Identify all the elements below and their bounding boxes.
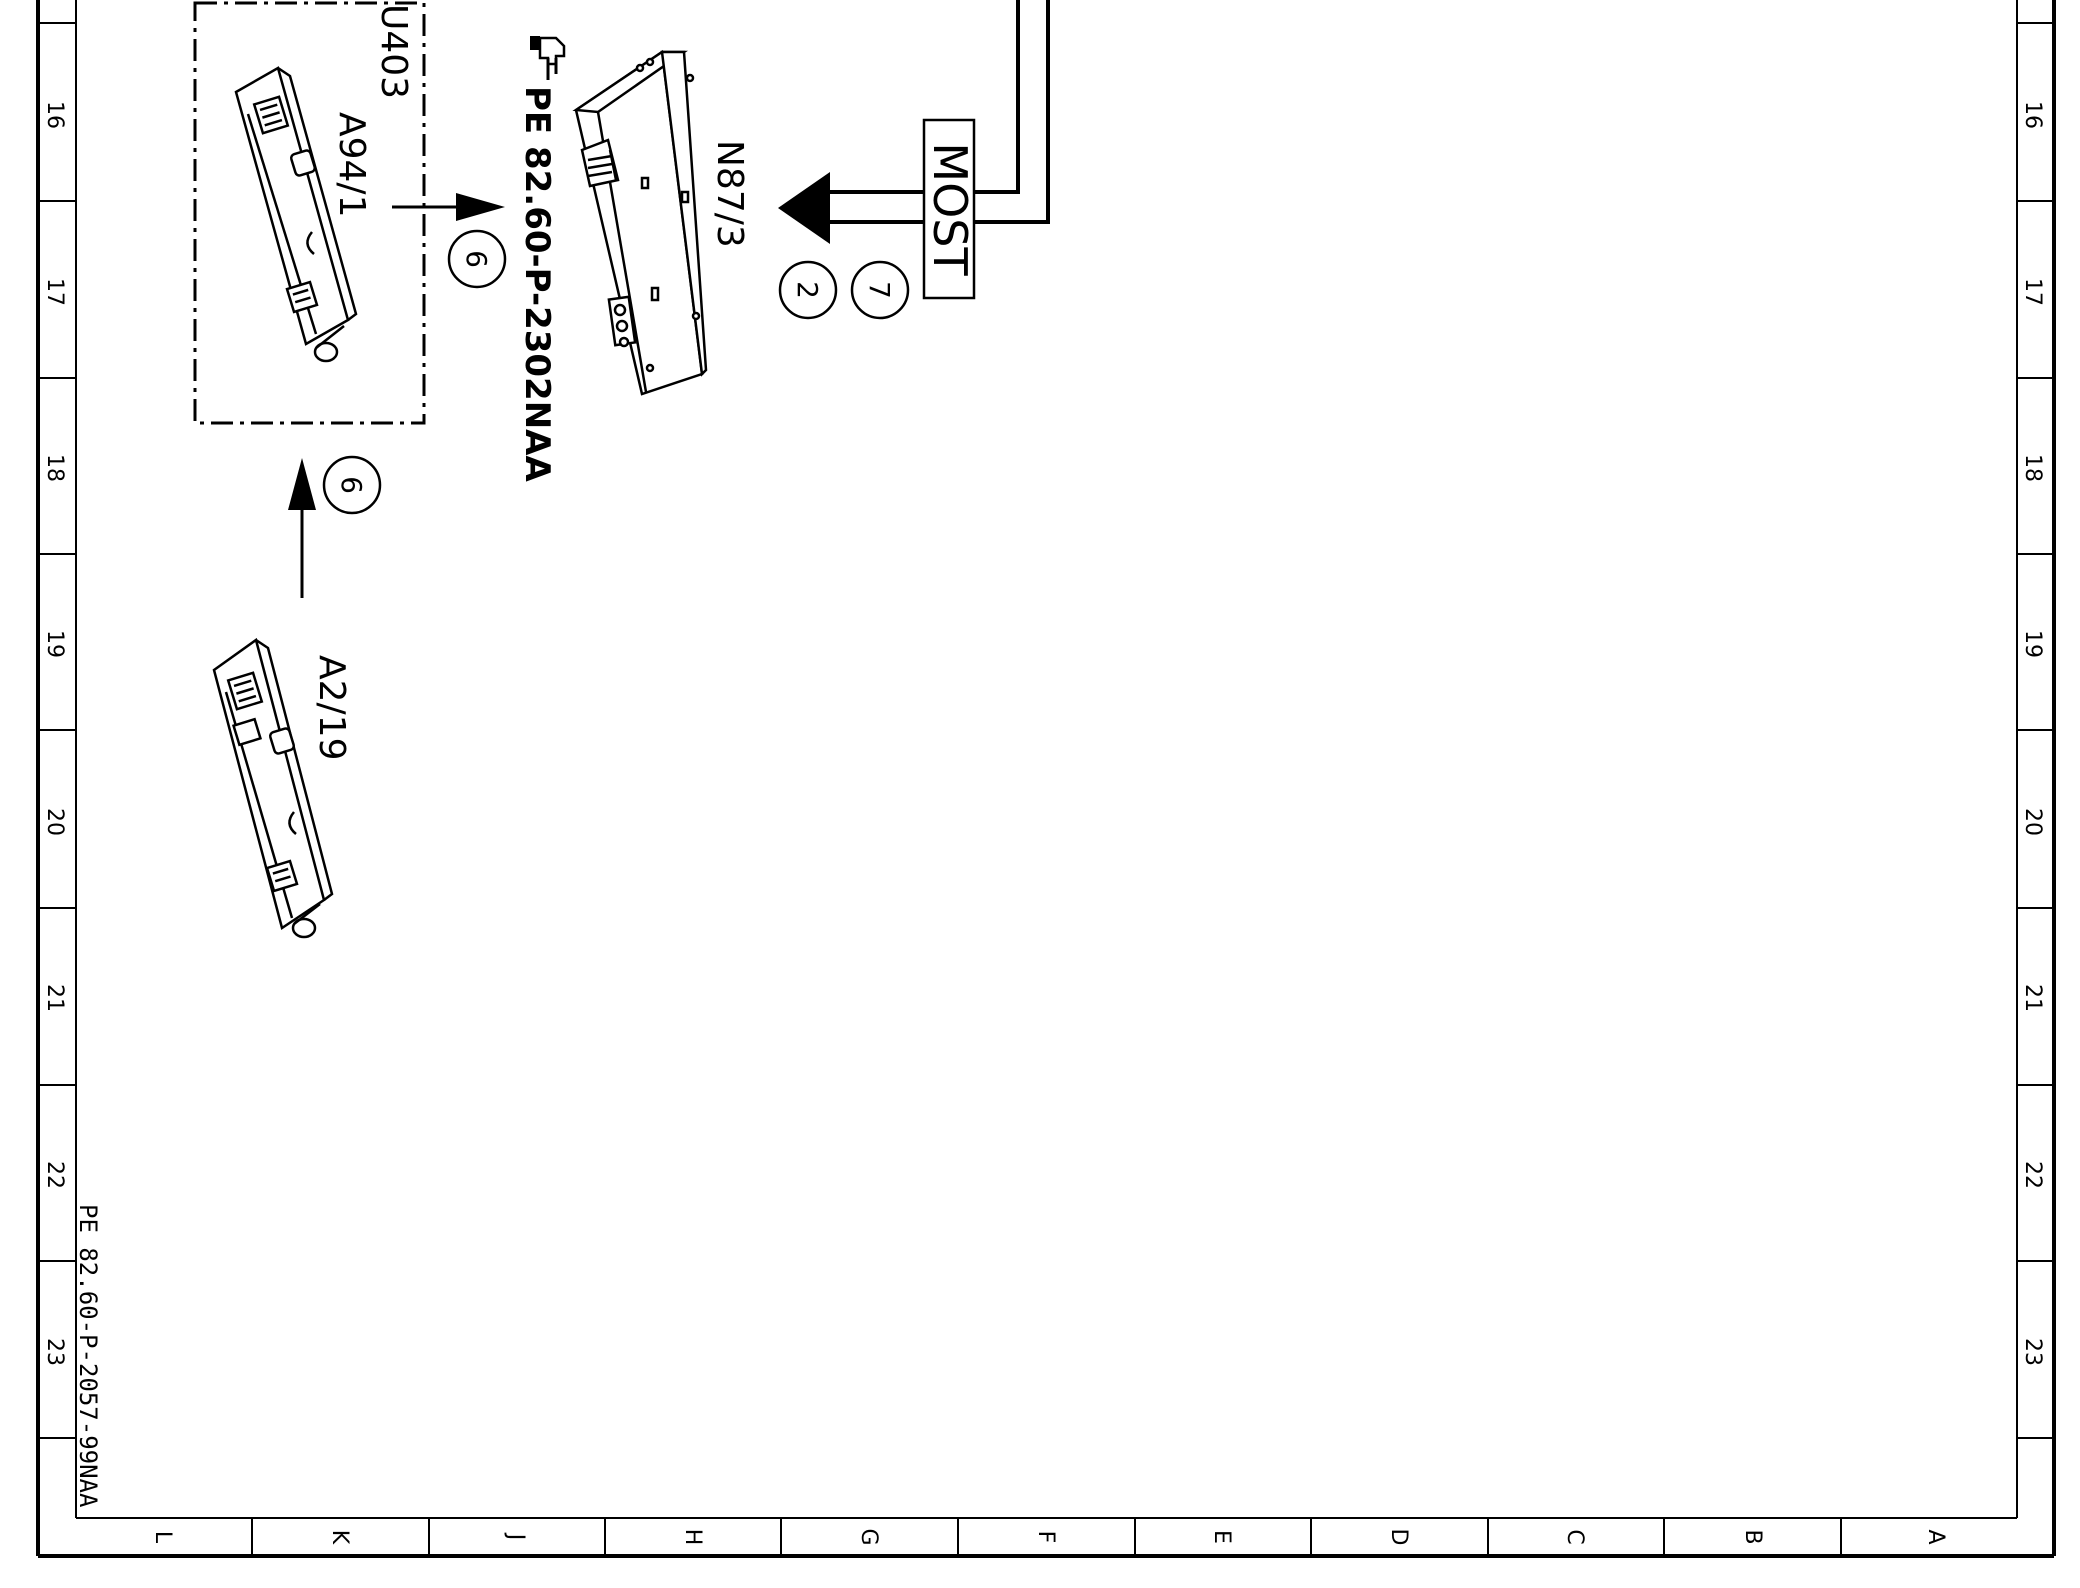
column-letter: B xyxy=(1740,1529,1765,1544)
left-row-number: 20 xyxy=(42,808,67,836)
left-row-number: 19 xyxy=(42,630,67,658)
group-label: U403 xyxy=(373,4,414,99)
reference-label: PE 82.60-P-2302NAA xyxy=(517,86,557,482)
column-letter: A xyxy=(1923,1529,1948,1544)
column-letter: F xyxy=(1033,1531,1058,1544)
left-row-number: 23 xyxy=(42,1338,67,1366)
column-letters: L K J H G F E D C B A xyxy=(150,1528,1948,1545)
marker-unit-left: 2 xyxy=(778,260,838,320)
most-bus-arrow xyxy=(778,0,1050,244)
right-row-number: 18 xyxy=(2020,454,2045,482)
most-bus-label-box: MOST xyxy=(922,118,977,300)
column-letter: D xyxy=(1386,1529,1411,1546)
marker-label: 2 xyxy=(791,281,824,299)
left-row-number: 22 xyxy=(42,1161,67,1189)
right-row-number: 23 xyxy=(2020,1338,2045,1366)
marker-label: 6 xyxy=(460,250,493,268)
left-row-number: 17 xyxy=(42,278,67,306)
column-letter: L xyxy=(150,1531,175,1544)
column-letter: K xyxy=(327,1530,352,1545)
drawing-frame xyxy=(36,0,2056,1558)
module-a2-19 xyxy=(212,637,334,939)
right-row-number: 20 xyxy=(2020,808,2045,836)
left-row-ruler xyxy=(38,22,76,1439)
right-row-number: 16 xyxy=(2020,101,2045,129)
document-id: PE 82.60-P-2057-99NAA xyxy=(74,1204,102,1508)
right-row-numbers: 16 17 18 19 20 21 22 23 xyxy=(2020,101,2045,1366)
bottom-module-label: A2/19 xyxy=(311,655,352,760)
column-letter: H xyxy=(680,1529,705,1546)
right-row-number: 22 xyxy=(2020,1161,2045,1189)
top-module-label: A94/1 xyxy=(331,112,372,217)
left-row-number: 16 xyxy=(42,101,67,129)
left-row-number: 18 xyxy=(42,454,67,482)
control-unit-label: N87/3 xyxy=(709,140,750,248)
column-letter: E xyxy=(1209,1530,1234,1544)
module-a94-1 xyxy=(234,66,358,363)
column-letter: C xyxy=(1562,1529,1587,1544)
arrow-up-to-group xyxy=(288,458,316,598)
bottom-column-ruler xyxy=(251,1518,1842,1556)
marker-label: 6 xyxy=(335,476,368,494)
left-row-number: 21 xyxy=(42,984,67,1012)
marker-arrow-to-unit: 6 xyxy=(447,229,507,289)
bus-label: MOST xyxy=(923,142,977,276)
column-letter: G xyxy=(856,1528,881,1545)
right-row-ruler xyxy=(2017,22,2054,1439)
group-box-u403 xyxy=(193,1,426,425)
marker-arrow-up: 6 xyxy=(322,455,382,515)
left-row-numbers: 16 17 18 19 20 21 22 23 xyxy=(42,101,67,1366)
marker-unit-right: 7 xyxy=(850,260,910,320)
right-row-number: 17 xyxy=(2020,278,2045,306)
column-letter: J xyxy=(503,1532,528,1541)
arrow-to-control-unit xyxy=(392,193,505,221)
marker-label: 7 xyxy=(863,281,896,299)
control-unit-n87-3 xyxy=(572,49,708,396)
pointing-hand-icon xyxy=(530,36,566,80)
right-row-number: 21 xyxy=(2020,984,2045,1012)
right-row-number: 19 xyxy=(2020,630,2045,658)
